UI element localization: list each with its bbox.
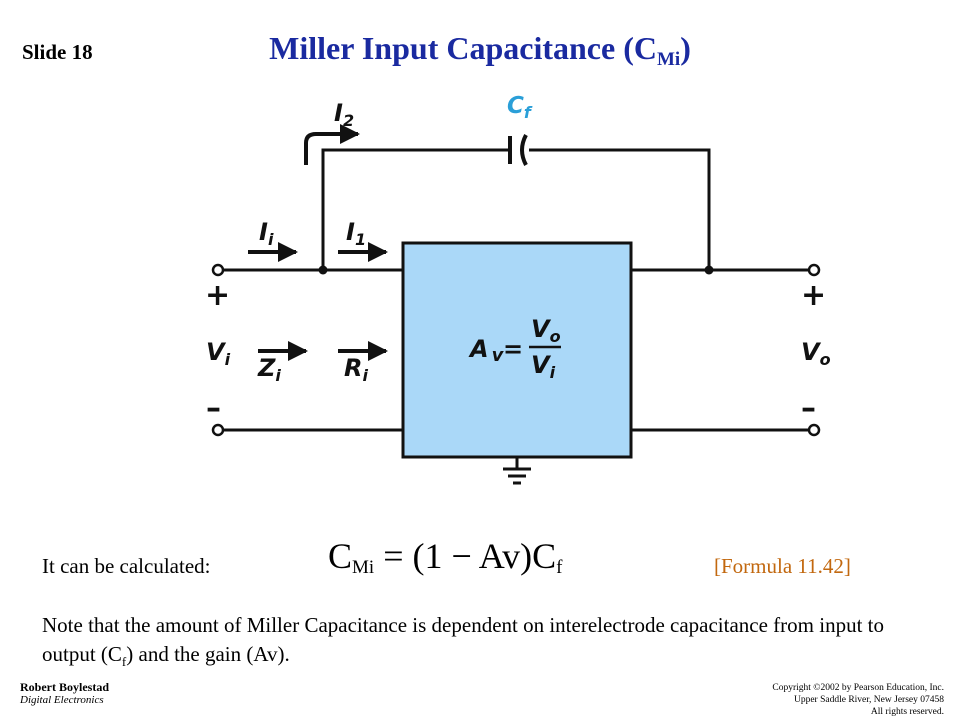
- gain-numerator: Vo: [531, 315, 561, 346]
- formula-lhs-sub: Mi: [352, 557, 375, 578]
- formula-lhs: C: [328, 536, 353, 576]
- output-junction-node: [704, 265, 714, 275]
- footer-author: Robert Boylestad: [20, 680, 109, 694]
- note-paragraph: Note that the amount of Miller Capacitan…: [42, 611, 942, 676]
- miller-formula: CMi = (1 − Av)Cf: [328, 535, 562, 579]
- minus-in-label: –: [206, 391, 221, 426]
- formula-reference: [Formula 11.42]: [714, 554, 851, 578]
- output-terminal-bottom: [807, 423, 821, 437]
- input-terminal-bottom: [211, 423, 225, 437]
- capacitor-plate-right: [520, 134, 528, 166]
- minus-out-label: –: [801, 391, 816, 426]
- i2-label: I2: [334, 99, 354, 130]
- ri-label: Ri: [344, 354, 368, 385]
- title-close: ): [680, 30, 691, 66]
- ii-label: Ii: [259, 218, 274, 249]
- feedback-wire: [321, 148, 508, 270]
- title-subscript: Mi: [656, 49, 681, 70]
- cf-label: Cf: [507, 93, 533, 122]
- plus-in-label: +: [205, 278, 230, 313]
- calculation-label: It can be calculated:: [42, 554, 211, 578]
- note-subscript: f: [121, 654, 127, 670]
- copyright-line-2: Upper Saddle River, New Jersey 07458: [793, 695, 944, 705]
- slide-number: Slide 18: [22, 40, 93, 64]
- feedback-wire-right: [529, 148, 711, 270]
- page-title: Miller Input Capacitance (CMi): [0, 30, 960, 71]
- formula-mid: = (1 − Av)C: [374, 536, 557, 576]
- i1-label: I1: [346, 218, 366, 249]
- zi-label: Zi: [257, 354, 281, 385]
- copyright-line-3: All rights reserved.: [870, 707, 944, 717]
- vi-label: Vi: [206, 338, 231, 369]
- input-terminal-top: [211, 263, 225, 277]
- gain-denominator: Vi: [531, 351, 556, 382]
- gain-equals: =: [503, 335, 523, 363]
- note-text-2: ) and the gain (Av).: [126, 642, 290, 666]
- note-text-1: Note that the amount of Miller Capacitan…: [42, 613, 885, 666]
- footer-copyright: Copyright ©2002 by Pearson Education, In…: [772, 682, 944, 718]
- title-main: Miller Input Capacitance (C: [269, 30, 657, 66]
- plus-out-label: +: [801, 278, 826, 313]
- i2-arrow: [304, 124, 360, 165]
- vo-label: Vo: [801, 338, 831, 369]
- copyright-line-1: Copyright ©2002 by Pearson Education, In…: [772, 683, 944, 693]
- input-junction-node: [318, 265, 328, 275]
- footer-book: Digital Electronics: [20, 694, 104, 706]
- output-terminal-top: [807, 263, 821, 277]
- amplifier-block: [401, 241, 633, 459]
- formula-rhs-sub: f: [556, 557, 563, 578]
